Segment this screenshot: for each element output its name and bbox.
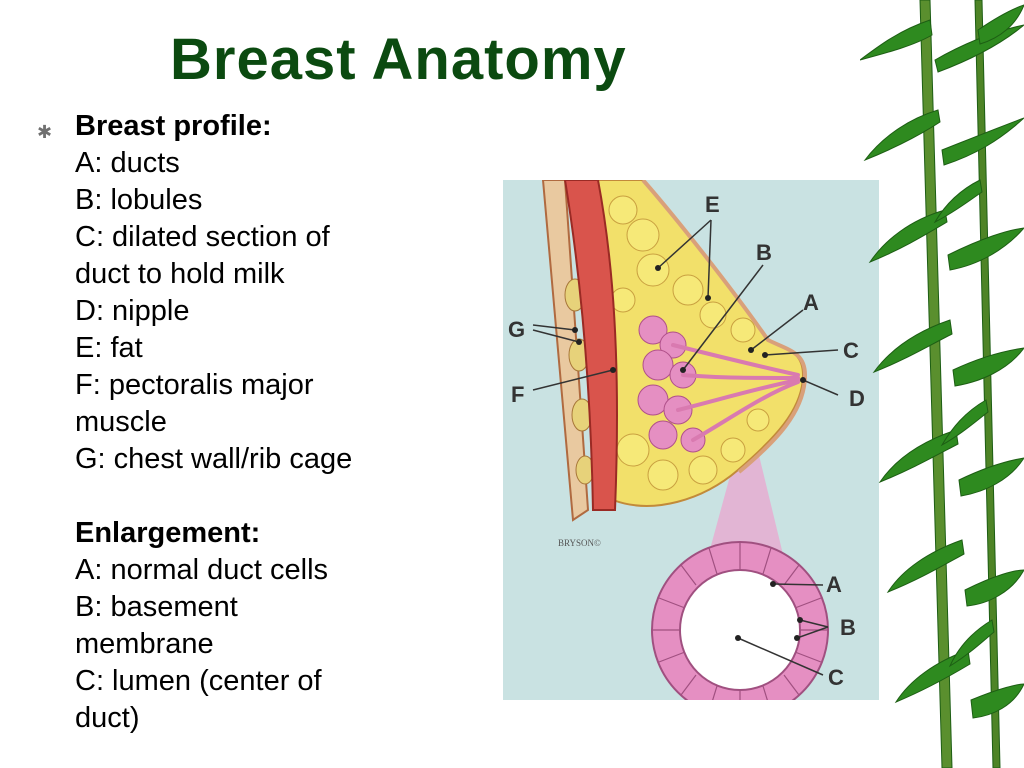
duct-cells	[652, 542, 828, 700]
leader-lines	[532, 219, 839, 676]
profile-line: C: dilated section of	[75, 221, 330, 253]
magnification-cone	[703, 410, 788, 575]
bamboo-decoration	[860, 0, 1024, 768]
breast-anatomy-figure: E B A G C F D A B C BRYSON©	[503, 180, 879, 700]
profile-line: B: lobules	[75, 184, 203, 216]
profile-line: muscle	[75, 406, 167, 438]
enlargement-line: A: normal duct cells	[75, 554, 329, 586]
ducts	[671, 343, 800, 442]
pectoralis-muscle	[563, 180, 618, 511]
enlargement-line: B: basement	[75, 591, 238, 623]
profile-line: A: ducts	[75, 147, 180, 179]
chest-wall	[541, 180, 590, 522]
duct-lumen	[679, 569, 801, 691]
figure-credit: BRYSON©	[558, 538, 601, 548]
enlargement-label-b: B	[840, 615, 856, 640]
label-f: F	[511, 382, 524, 407]
label-g: G	[508, 317, 525, 342]
enlargement-line: duct)	[75, 702, 140, 734]
label-c: C	[843, 338, 859, 363]
profile-line: F: pectoralis major	[75, 369, 314, 401]
profile-line: D: nipple	[75, 295, 190, 327]
spacer	[75, 478, 485, 515]
label-b: B	[756, 240, 772, 265]
label-e: E	[705, 192, 720, 217]
slide-title: Breast Anatomy	[170, 27, 627, 92]
enlargement-line: C: lumen (center of	[75, 665, 322, 697]
label-a: A	[803, 290, 819, 315]
breast-skin	[641, 180, 808, 474]
leader-dots	[572, 265, 806, 641]
label-d: D	[849, 386, 865, 411]
body-text: Breast profile: A: ducts B: lobules C: d…	[75, 108, 485, 737]
enlargement-heading: Enlargement:	[75, 517, 261, 549]
profile-line: G: chest wall/rib cage	[75, 443, 353, 475]
fat-lobes	[608, 195, 770, 491]
profile-heading: Breast profile:	[75, 110, 272, 142]
enlargement-label-a: A	[826, 572, 842, 597]
enlargement-line: membrane	[75, 628, 214, 660]
profile-line: duct to hold milk	[75, 258, 285, 290]
asterisk-bullet-icon: ✱	[37, 122, 53, 142]
profile-line: E: fat	[75, 332, 143, 364]
enlargement-label-c: C	[828, 665, 844, 690]
